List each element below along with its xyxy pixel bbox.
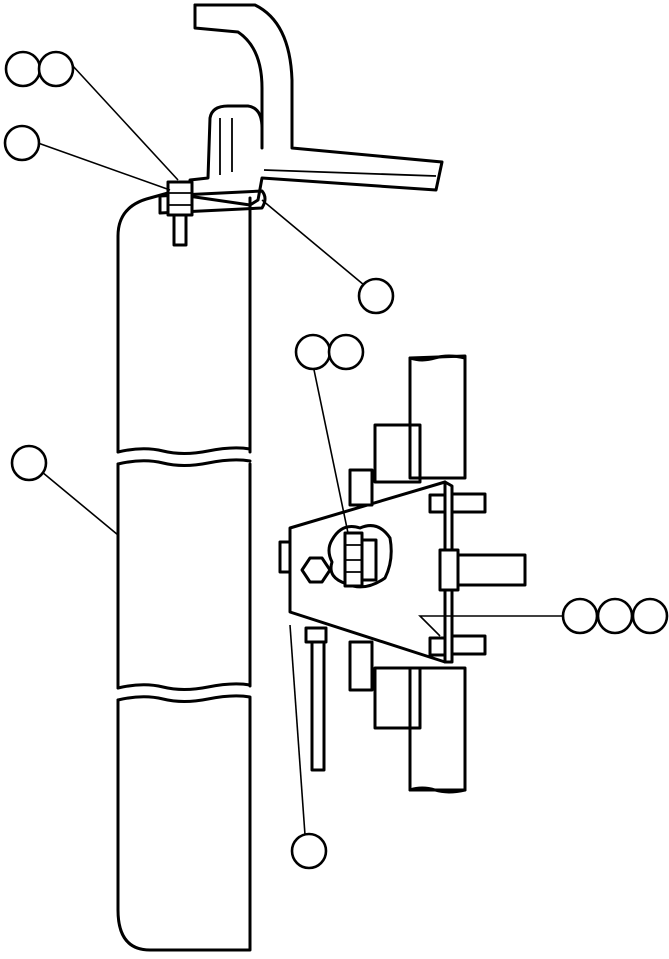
callout-bubble [290, 832, 328, 870]
callout-bubble [631, 597, 669, 635]
callout-c3 [357, 277, 395, 315]
callout-c4 [294, 333, 365, 371]
callout-c6 [561, 597, 669, 635]
callout-bubble [3, 124, 41, 162]
callout-c7 [290, 832, 328, 870]
callout-bubble [327, 333, 365, 371]
callout-bubble [596, 597, 634, 635]
callout-bubble [357, 277, 395, 315]
extinguisher-cylinder [116, 191, 252, 952]
callout-c5 [10, 444, 48, 482]
callout-bubble [561, 597, 599, 635]
callout-bubble [37, 50, 75, 88]
leader-lines [37, 64, 563, 836]
bracket-plate [278, 468, 527, 772]
callout-bubble [294, 333, 332, 371]
valve-head [186, 3, 444, 207]
callout-c2 [3, 124, 41, 162]
neck-clamp [158, 180, 267, 247]
callout-c1 [4, 50, 75, 88]
mounting-post [373, 354, 467, 794]
callout-bubble [10, 444, 48, 482]
callout-bubble [4, 50, 42, 88]
